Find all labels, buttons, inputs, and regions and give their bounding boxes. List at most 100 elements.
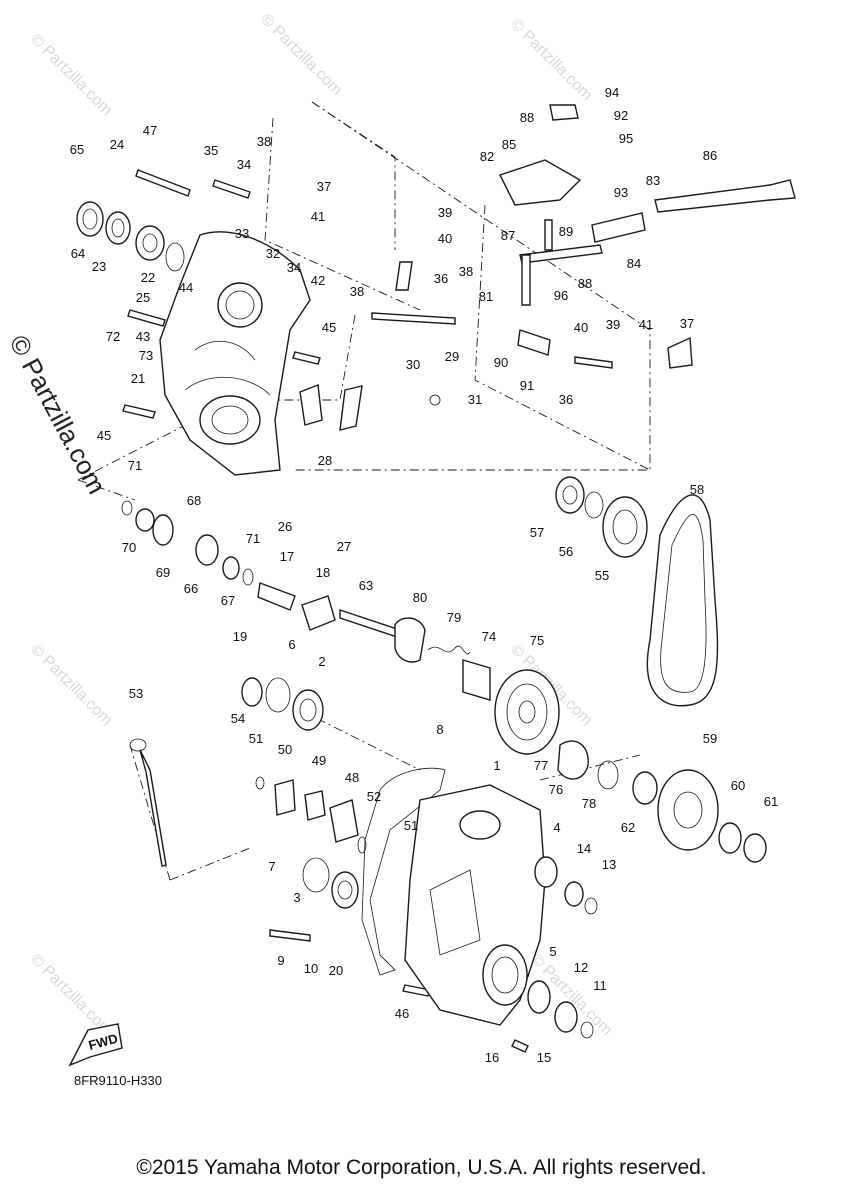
callout-35: 35 [204,143,218,158]
callout-38: 38 [257,134,271,149]
callout-73: 73 [139,348,153,363]
watermark: © Partzilla.com [257,11,345,99]
callout-24: 24 [110,137,124,152]
watermark: © Partzilla.com [507,16,595,104]
callout-15: 15 [537,1050,551,1065]
callout-50: 50 [278,742,292,757]
callout-69: 69 [156,565,170,580]
callout-48: 48 [345,770,359,785]
callout-7: 7 [268,859,275,874]
callout-66: 66 [184,581,198,596]
callout-labels: 1234567891011121314151617181920212223242… [70,85,778,1065]
callout-25: 25 [136,290,150,305]
callout-45: 45 [97,428,111,443]
callout-94: 94 [605,85,619,100]
callout-33: 33 [235,226,249,241]
callout-71: 71 [246,531,260,546]
callout-92: 92 [614,108,628,123]
callout-56: 56 [559,544,573,559]
callout-61: 61 [764,794,778,809]
linkage-plates [299,384,363,431]
callout-87: 87 [501,228,515,243]
callout-42: 42 [311,273,325,288]
callout-79: 79 [447,610,461,625]
callout-39: 39 [606,317,620,332]
callout-19: 19 [233,629,247,644]
callout-34: 34 [287,260,301,275]
fwd-arrow-icon: FWD [68,1023,123,1067]
callout-9: 9 [277,953,284,968]
callout-26: 26 [278,519,292,534]
right-lower-gear [557,740,767,863]
callout-82: 82 [480,149,494,164]
callout-37: 37 [680,316,694,331]
callout-31: 31 [468,392,482,407]
upper-case-cover [159,231,311,476]
callout-91: 91 [520,378,534,393]
callout-17: 17 [280,549,294,564]
lower-crankcase [361,767,546,1026]
callout-38: 38 [350,284,364,299]
fwd-label: FWD [87,1031,119,1053]
callout-34: 34 [237,157,251,172]
callout-13: 13 [602,857,616,872]
callout-59: 59 [703,731,717,746]
watermark: © Partzilla.com [27,951,115,1039]
linkage-arm-assembly [499,104,796,369]
callout-38: 38 [459,264,473,279]
callout-62: 62 [621,820,635,835]
diagram-code: 8FR9110-H330 [74,1073,162,1088]
callout-70: 70 [122,540,136,555]
callout-22: 22 [141,270,155,285]
callout-3: 3 [293,890,300,905]
callout-88: 88 [520,110,534,125]
callout-6: 6 [288,637,295,652]
left-gear-train [121,500,336,631]
callout-74: 74 [482,629,496,644]
callout-89: 89 [559,224,573,239]
callout-52: 52 [367,789,381,804]
callout-72: 72 [106,329,120,344]
assembly-lines [77,101,651,881]
callout-57: 57 [530,525,544,540]
callout-29: 29 [445,349,459,364]
callout-40: 40 [574,320,588,335]
callout-65: 65 [70,142,84,157]
callout-93: 93 [614,185,628,200]
callout-64: 64 [71,246,85,261]
callout-49: 49 [312,753,326,768]
callout-10: 10 [304,961,318,976]
callout-18: 18 [316,565,330,580]
callout-84: 84 [627,256,641,271]
callout-78: 78 [582,796,596,811]
callout-21: 21 [131,371,145,386]
callout-68: 68 [187,493,201,508]
callout-67: 67 [221,593,235,608]
callout-60: 60 [731,778,745,793]
callout-36: 36 [559,392,573,407]
callout-75: 75 [530,633,544,648]
callout-58: 58 [690,482,704,497]
callout-5: 5 [549,944,556,959]
callout-43: 43 [136,329,150,344]
watermark: © Partzilla.com [27,641,115,729]
callout-11: 11 [593,978,607,993]
gear-and-chain [555,476,719,707]
callout-86: 86 [703,148,717,163]
dipstick [129,738,167,867]
callout-46: 46 [395,1006,409,1021]
drive-shaft-assembly [339,609,560,755]
callout-44: 44 [179,280,193,295]
callout-80: 80 [413,590,427,605]
callout-88: 88 [578,276,592,291]
watermark: © Partzilla.com [27,31,115,119]
callout-41: 41 [311,209,325,224]
shift-shaft [371,261,456,406]
callout-36: 36 [434,271,448,286]
callout-12: 12 [574,960,588,975]
callout-77: 77 [534,758,548,773]
callout-47: 47 [143,123,157,138]
callout-55: 55 [595,568,609,583]
callout-16: 16 [485,1050,499,1065]
